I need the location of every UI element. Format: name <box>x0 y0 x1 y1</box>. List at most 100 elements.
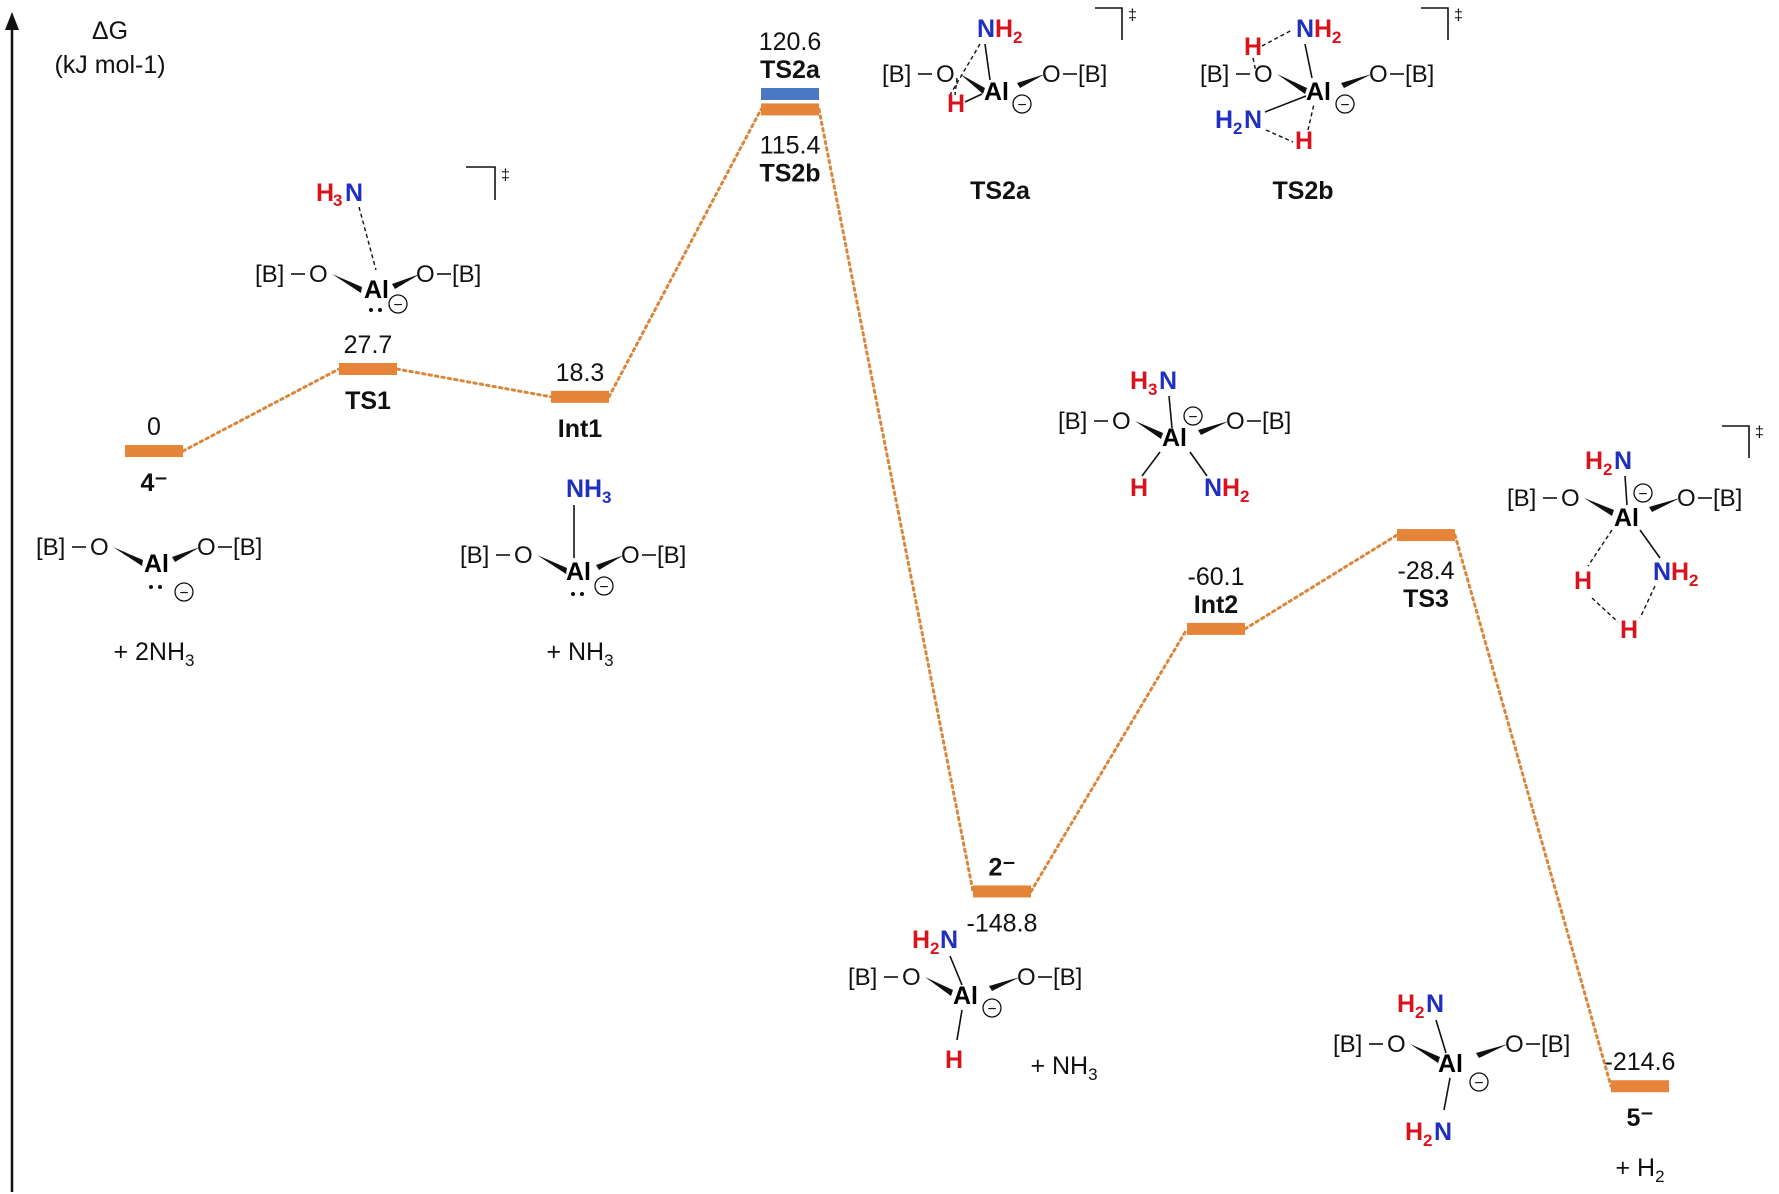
svg-text:N: N <box>345 179 363 207</box>
svg-text:O: O <box>1677 485 1696 512</box>
energy-level-bar <box>761 88 819 101</box>
svg-text:TS2a: TS2a <box>970 177 1031 205</box>
svg-text:Al: Al <box>953 982 978 1010</box>
level-name-label: 4⁻ <box>140 469 167 497</box>
svg-text:2: 2 <box>1603 460 1612 479</box>
svg-text:O: O <box>309 261 328 288</box>
structure-5: H 2 N [B] O Al O [B] − H 2 N <box>1333 990 1570 1150</box>
energy-value-label: 115.4 <box>760 131 821 159</box>
svg-text:N: N <box>1204 474 1222 502</box>
energy-value-label: -28.4 <box>1398 557 1455 585</box>
svg-text:2: 2 <box>1689 571 1698 590</box>
svg-text:‡: ‡ <box>1755 424 1764 441</box>
svg-text:2: 2 <box>930 939 939 958</box>
svg-text:Al: Al <box>984 78 1009 106</box>
svg-text:N: N <box>1244 106 1262 134</box>
svg-text:TS2b: TS2b <box>1272 177 1333 205</box>
level-name-label: TS2b <box>759 159 820 187</box>
svg-text:O: O <box>90 534 109 561</box>
energy-value-label: -214.6 <box>1605 1048 1676 1076</box>
level-name-label: Int1 <box>558 415 603 443</box>
svg-text:O: O <box>514 542 533 569</box>
energy-level-bar <box>973 885 1031 898</box>
svg-text:3: 3 <box>333 191 342 210</box>
svg-text:[B]: [B] <box>233 534 262 561</box>
svg-text:N: N <box>566 475 584 503</box>
svg-text:[B]: [B] <box>1058 408 1087 435</box>
svg-text:[B]: [B] <box>1333 1031 1362 1058</box>
svg-text:2: 2 <box>1013 28 1022 47</box>
svg-text:N: N <box>1296 15 1314 43</box>
path-segment <box>1029 627 1189 893</box>
structure-2: H 2 N [B] O Al O [B] − H <box>848 926 1082 1074</box>
y-axis-label: ΔG <box>92 17 128 45</box>
svg-text:O: O <box>1226 408 1245 435</box>
path-segment <box>181 367 341 453</box>
svg-text:[B]: [B] <box>1200 61 1229 88</box>
svg-text:H: H <box>1620 616 1638 644</box>
svg-text:N: N <box>1434 1118 1452 1146</box>
svg-text:[B]: [B] <box>452 261 481 288</box>
structure-4: [B] O Al O [B] − <box>36 534 262 602</box>
svg-text:Al: Al <box>1438 1050 1463 1078</box>
svg-text:[B]: [B] <box>255 261 284 288</box>
svg-text:[B]: [B] <box>1713 485 1742 512</box>
svg-text:O: O <box>197 534 216 561</box>
svg-text:‡: ‡ <box>1454 7 1463 24</box>
svg-text:Al: Al <box>144 550 169 578</box>
svg-text:Al: Al <box>566 558 591 586</box>
svg-text:H: H <box>1671 558 1689 586</box>
svg-text:N: N <box>1614 447 1632 475</box>
svg-text:[B]: [B] <box>1053 964 1082 991</box>
svg-text:H: H <box>912 926 930 954</box>
reaction-path <box>181 107 1613 1088</box>
svg-text:N: N <box>1159 367 1177 395</box>
energy-level-bar <box>339 363 397 376</box>
level-name-label: 2⁻ <box>988 853 1015 881</box>
level-name-label: TS2a <box>760 56 821 84</box>
svg-text:2: 2 <box>1233 119 1242 138</box>
svg-text:−: − <box>987 1001 996 1018</box>
svg-text:−: − <box>1017 97 1026 114</box>
path-segment <box>607 107 763 399</box>
energy-level-bar <box>551 390 609 403</box>
svg-text:N: N <box>940 926 958 954</box>
svg-text:2: 2 <box>1415 1003 1424 1022</box>
svg-text:−: − <box>1188 409 1197 426</box>
level-labels: 04⁻27.7TS118.3Int1120.6TS2a115.4TS2b-148… <box>113 28 1675 1186</box>
energy-value-label: -148.8 <box>967 909 1038 937</box>
svg-text:2: 2 <box>1423 1131 1432 1150</box>
svg-text:O: O <box>1369 61 1388 88</box>
svg-text:O: O <box>936 61 955 88</box>
svg-text:N: N <box>1653 558 1671 586</box>
energy-value-label: 18.3 <box>556 359 605 387</box>
svg-text:H: H <box>1222 474 1240 502</box>
svg-text:[B]: [B] <box>657 542 686 569</box>
svg-text:[B]: [B] <box>1507 485 1536 512</box>
svg-text:H: H <box>995 15 1013 43</box>
svg-text:[B]: [B] <box>882 61 911 88</box>
structure-ts2a: N H 2 [B] O Al H O [B] − ‡ TS2a <box>882 7 1137 205</box>
svg-text:O: O <box>1254 61 1273 88</box>
energy-level-bar <box>1187 622 1245 635</box>
energy-level-bar <box>761 103 819 116</box>
svg-text:‡: ‡ <box>1128 7 1137 24</box>
energy-value-label: 0 <box>147 413 161 441</box>
path-segment <box>1453 533 1613 1088</box>
y-axis-arrow-icon <box>5 12 19 30</box>
svg-text:−: − <box>1638 486 1647 503</box>
path-segment <box>817 107 975 893</box>
svg-text:H: H <box>316 179 334 207</box>
svg-text:H: H <box>1314 15 1332 43</box>
svg-text:[B]: [B] <box>1541 1031 1570 1058</box>
svg-text:N: N <box>1426 990 1444 1018</box>
svg-text:H: H <box>1574 567 1592 595</box>
energy-value-label: 120.6 <box>759 28 822 56</box>
svg-text:Al: Al <box>1306 78 1331 106</box>
svg-text:Al: Al <box>1614 504 1639 532</box>
svg-text:Al: Al <box>1162 424 1187 452</box>
energy-value-label: -60.1 <box>1188 563 1245 591</box>
structure-int2: H 3 N [B] O Al O [B] − H N H 2 <box>1058 367 1291 506</box>
svg-text:−: − <box>1340 97 1349 114</box>
